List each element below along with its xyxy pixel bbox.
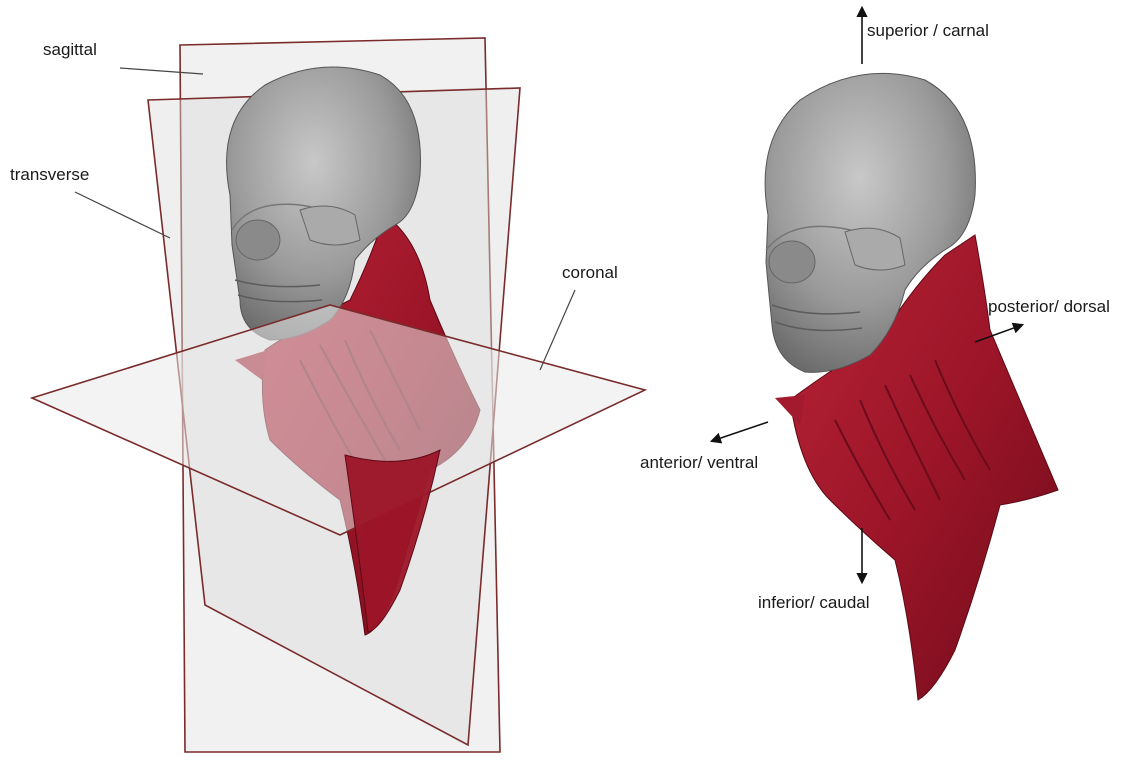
anterior-arrow — [712, 422, 768, 441]
anterior-label: anterior/ ventral — [640, 453, 758, 473]
inferior-label: inferior/ caudal — [758, 593, 870, 613]
coronal-leader — [540, 290, 575, 370]
sagittal-label: sagittal — [43, 40, 97, 60]
coronal-label: coronal — [562, 263, 618, 283]
transverse-leader — [75, 192, 170, 238]
left-panel — [32, 38, 645, 752]
transverse-label: transverse — [10, 165, 89, 185]
superior-label: superior / carnal — [867, 21, 989, 41]
posterior-label: posterior/ dorsal — [988, 297, 1110, 317]
